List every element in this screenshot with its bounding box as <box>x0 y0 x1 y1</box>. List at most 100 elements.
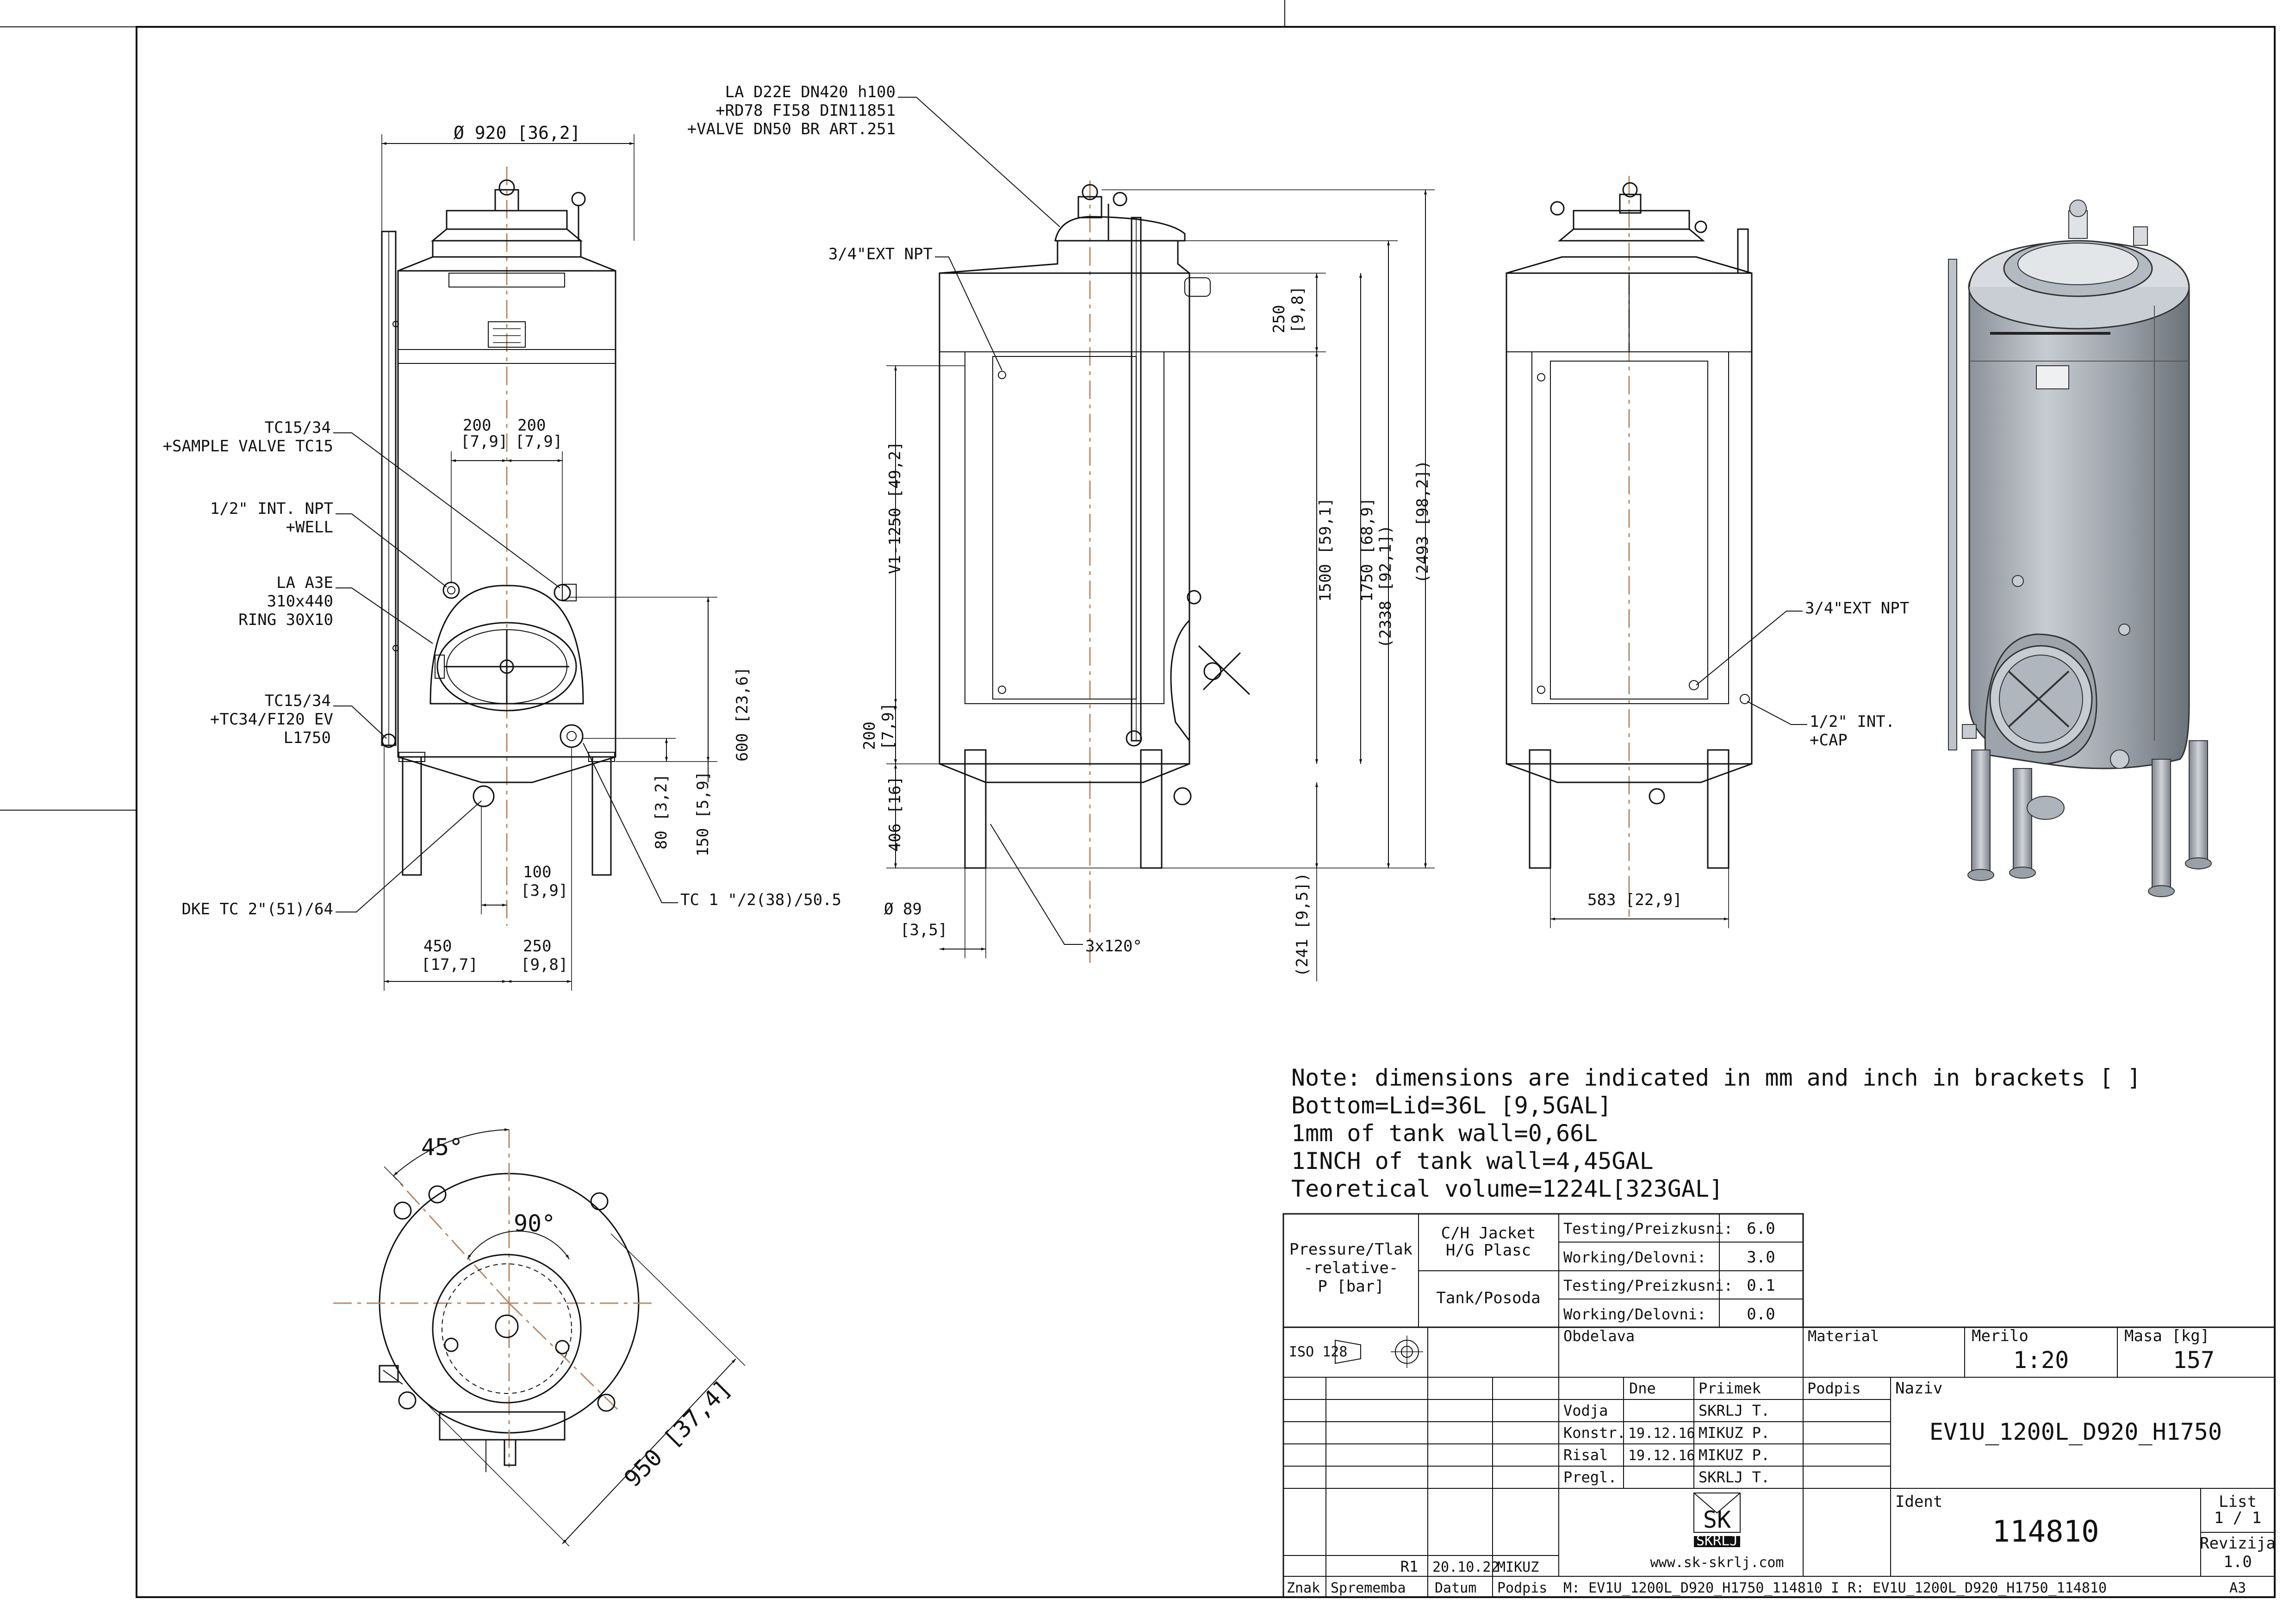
rear-npt-label: 3/4"EXT NPT <box>1805 599 1909 618</box>
header-podpis: Podpis <box>1497 1580 1547 1596</box>
side-200: 200 <box>860 722 879 750</box>
rev-mark: R1 <box>1400 1558 1419 1575</box>
col-priimek: Priimek <box>1699 1380 1761 1397</box>
role-konstr: Konstr. <box>1563 1424 1626 1442</box>
role-vodja: Vodja <box>1563 1402 1608 1419</box>
side-view <box>939 181 1251 963</box>
side-la-label-2: +RD78 FI58 DIN11851 <box>716 101 896 120</box>
ident-label: Ident <box>1895 1493 1942 1511</box>
pressure-label-3: P [bar] <box>1318 1277 1384 1296</box>
top-view-dimensions: 45° 90° 950 [37,4] <box>384 1128 746 1547</box>
jacket-testing-label: Testing/Preizkusni: <box>1563 1220 1733 1237</box>
jacket-test-value: 6.0 <box>1747 1219 1775 1238</box>
material-label: Material <box>1808 1327 1879 1345</box>
company-logo: SK SKRLJ <box>1693 1493 1741 1549</box>
side-la-label-3: +VALVE DN50 BR ART.251 <box>687 120 896 138</box>
tank-label: Tank/Posoda <box>1436 1289 1540 1307</box>
role-pregl: Pregl. <box>1563 1468 1617 1486</box>
naziv-value: EV1U_1200L_D920_H1750 <box>1929 1418 2222 1445</box>
npt-well-label-1: 1/2" INT. NPT <box>210 500 333 518</box>
tc34-label-1: TC15/34 <box>265 692 331 710</box>
masa-value: 157 <box>2173 1347 2215 1374</box>
dke-label: DKE TC 2"(51)/64 <box>181 900 333 918</box>
title-block: Pressure/Tlak -relative- P [bar] C/H Jac… <box>1282 1213 2276 1598</box>
isometric-render <box>1948 200 2212 897</box>
role-konstr-date: 19.12.16 <box>1628 1425 1695 1442</box>
side-d89-in: [3,5] <box>900 921 947 939</box>
front-100-in: [3,9] <box>521 881 568 900</box>
role-vodja-name: SKRLJ T. <box>1699 1402 1770 1419</box>
pressure-label-2: -relative- <box>1304 1259 1399 1277</box>
front-150: 150 [5,9] <box>694 771 712 856</box>
front-250-in: [9,8] <box>521 956 568 974</box>
la-a3e-label-2: 310x440 <box>267 592 333 611</box>
revizija-value: 1.0 <box>2223 1553 2252 1571</box>
ident-value: 114810 <box>1992 1515 2099 1549</box>
pressure-label-1: Pressure/Tlak <box>1289 1240 1412 1259</box>
front-view <box>381 167 616 926</box>
tc15-label-2: +SAMPLE VALVE TC15 <box>163 437 333 456</box>
note-line-3: 1mm of tank wall=0,66L <box>1291 1120 1598 1147</box>
projection-symbol-icon <box>1335 1336 1423 1368</box>
jacket-label-1: C/H Jacket <box>1441 1224 1536 1243</box>
side-241: (241 [9,5]) <box>1293 873 1312 977</box>
side-npt-label: 3/4"EXT NPT <box>828 245 933 263</box>
rear-583: 583 [22,9] <box>1587 891 1682 909</box>
side-2493: (2493 [98,2]) <box>1413 460 1432 583</box>
jacket-label-2: H/G Plasc <box>1446 1241 1531 1260</box>
top-angle-45: 45° <box>421 1134 463 1161</box>
merilo-value: 1:20 <box>2013 1347 2069 1374</box>
top-view <box>333 1130 657 1472</box>
merilo-label: Merilo <box>1972 1327 2028 1345</box>
list-value: 1 / 1 <box>2214 1509 2261 1527</box>
header-datum: Datum <box>1435 1580 1476 1596</box>
rear-view-dimensions: 3/4"EXT NPT 1/2" INT. +CAP 583 [22,9] <box>1550 599 1909 928</box>
front-600: 600 [23,6] <box>733 667 752 762</box>
front-200-right: 200 <box>517 416 546 435</box>
tc34-label-3: L1750 <box>284 729 331 747</box>
front-450-in: [17,7] <box>421 956 478 974</box>
rev-date: 20.10.22 <box>1432 1559 1500 1575</box>
website: www.sk-skrlj.com <box>1650 1555 1784 1571</box>
rear-view <box>1506 176 1753 917</box>
tc1-label: TC 1 "/2(38)/50.5 <box>680 891 841 909</box>
side-250-in: [9,8] <box>1288 286 1307 333</box>
role-risal-name: MIKUZ P. <box>1699 1446 1770 1464</box>
jacket-work-value: 3.0 <box>1747 1248 1775 1267</box>
front-100: 100 <box>523 863 551 881</box>
role-konstr-name: MIKUZ P. <box>1699 1424 1770 1442</box>
role-risal-date: 19.12.16 <box>1628 1448 1695 1464</box>
naziv-label: Naziv <box>1895 1379 1942 1398</box>
rev-sign: MIKUZ <box>1497 1559 1539 1575</box>
jacket-working-label: Working/Delovni: <box>1563 1249 1706 1266</box>
front-250: 250 <box>523 937 551 956</box>
revizija-label: Revizija <box>2200 1534 2276 1553</box>
rear-int-label-2: +CAP <box>1810 731 1848 750</box>
side-1500: 1500 [59,1] <box>1316 498 1335 602</box>
la-a3e-label-1: LA A3E <box>276 574 333 592</box>
role-pregl-name: SKRLJ T. <box>1699 1468 1770 1486</box>
side-la-label-1: LA D22E DN420 h100 <box>725 83 896 101</box>
col-dne: Dne <box>1629 1380 1656 1397</box>
obdelava-label: Obdelava <box>1563 1327 1635 1345</box>
side-2338: (2338 [92,1]) <box>1376 525 1395 648</box>
header-znak: Znak <box>1287 1580 1320 1596</box>
top-angle-90: 90° <box>514 1210 555 1237</box>
front-450: 450 <box>423 937 452 956</box>
format-label: A3 <box>2229 1580 2246 1596</box>
front-80: 80 [3,2] <box>652 774 671 849</box>
logo-name: SKRLJ <box>1696 1533 1738 1549</box>
role-risal: Risal <box>1563 1446 1608 1464</box>
tc15-label-1: TC15/34 <box>265 418 331 437</box>
rear-int-label-1: 1/2" INT. <box>1810 712 1895 731</box>
notes-block: Note: dimensions are indicated in mm and… <box>1291 1064 2141 1202</box>
side-view-dimensions: LA D22E DN420 h100 +RD78 FI58 DIN11851 +… <box>687 83 1435 981</box>
side-legs-angle: 3x120° <box>1085 937 1142 956</box>
note-line-1: Note: dimensions are indicated in mm and… <box>1291 1064 2141 1091</box>
front-diameter-label: Ø 920 [36,2] <box>454 123 581 143</box>
logo-letters: SK <box>1703 1506 1731 1533</box>
npt-well-label-2: +WELL <box>286 518 333 537</box>
tank-work-value: 0.0 <box>1747 1305 1775 1324</box>
side-200-in: [7,9] <box>879 703 897 750</box>
